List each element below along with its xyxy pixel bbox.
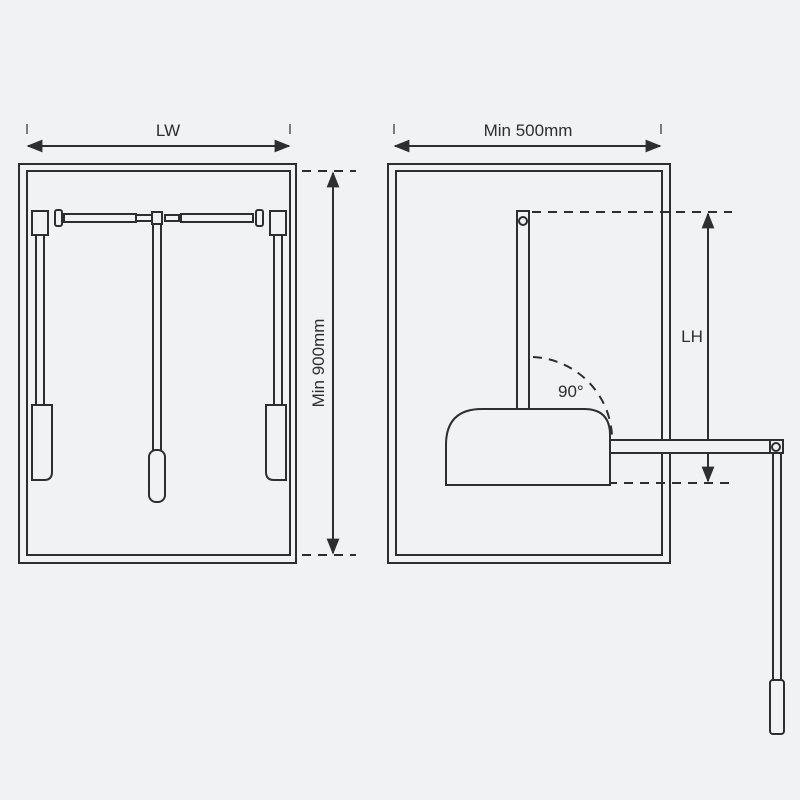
width-dimension: LW [26, 121, 291, 153]
wardrobe-lift-front [31, 209, 287, 503]
side-view: Min 500mm LH 90° [387, 121, 785, 735]
front-view: LW Min 900mm [18, 121, 356, 564]
cabinet-outer [387, 163, 671, 564]
depth-dimension: Min 500mm [393, 121, 662, 153]
wardrobe-lift-side: 90° [445, 210, 785, 735]
depth-label: Min 500mm [484, 121, 573, 140]
cabinet-inner [26, 170, 291, 556]
lift-height-dimension: LH [532, 211, 732, 484]
cabinet-outer [18, 163, 297, 564]
cabinet-inner [395, 170, 663, 556]
angle-label: 90° [558, 382, 584, 401]
height-label: Min 900mm [309, 319, 328, 408]
height-dimension: Min 900mm [302, 170, 356, 556]
width-label: LW [156, 121, 180, 140]
lift-height-label: LH [681, 327, 703, 346]
